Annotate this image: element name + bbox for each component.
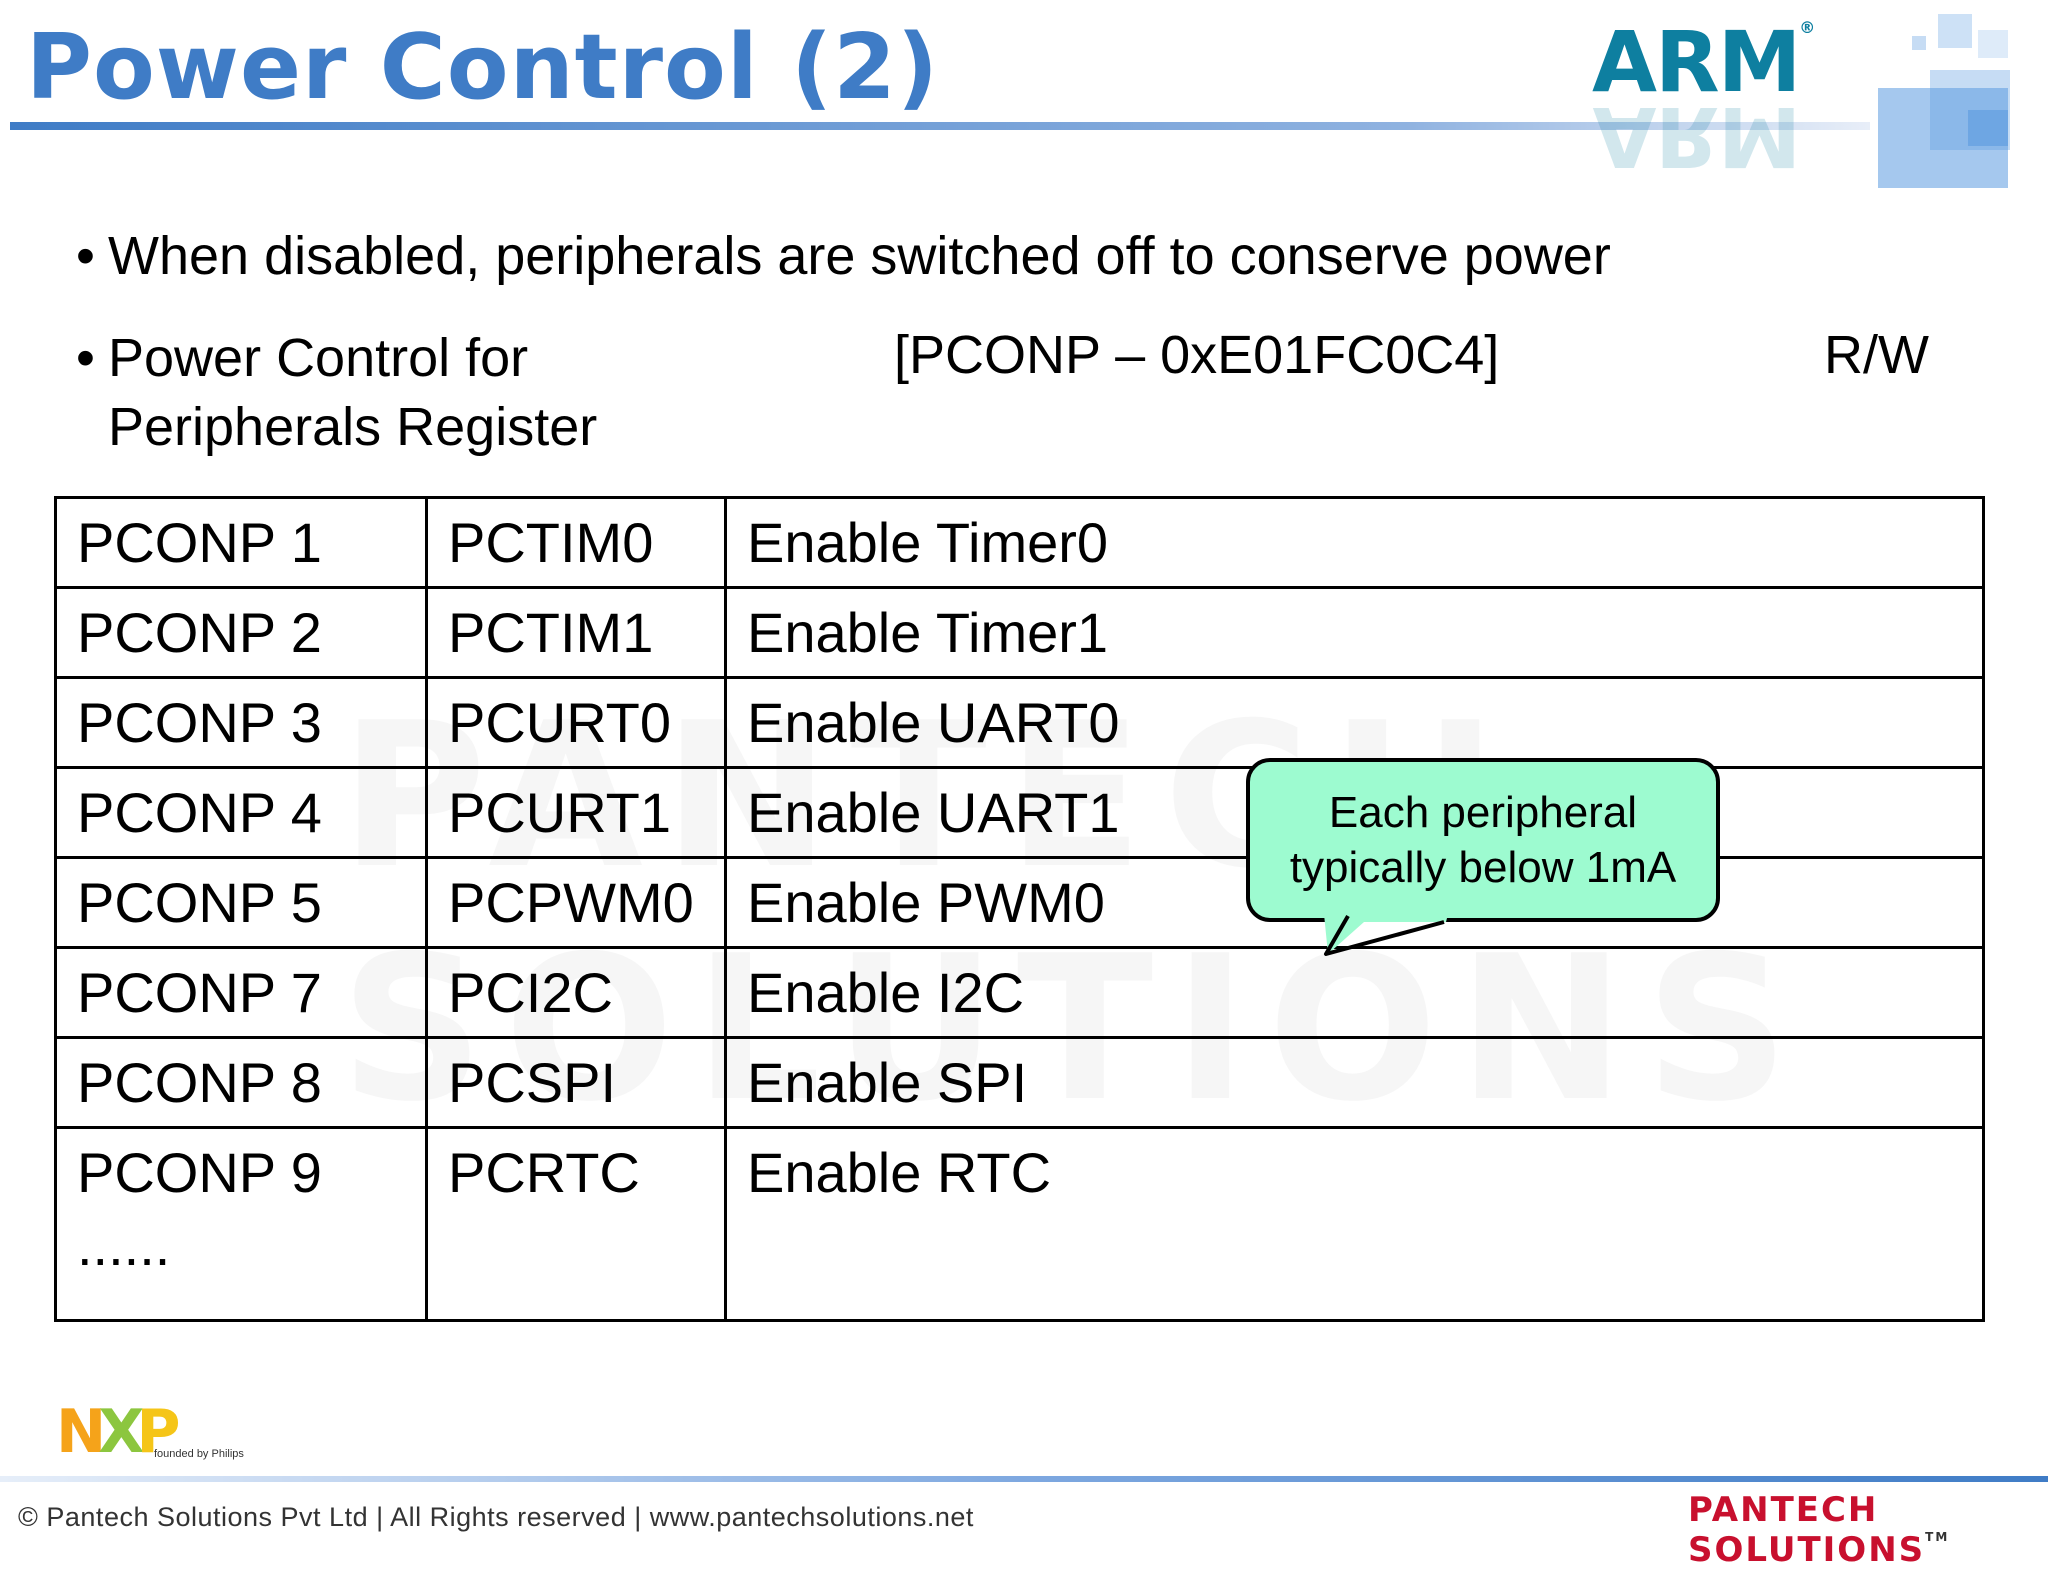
callout-line-1: Each peripheral: [1328, 788, 1638, 837]
register-access: R/W: [1824, 325, 1929, 385]
deco-square: [1968, 110, 2008, 146]
bullet-text-continued: Peripherals Register: [108, 397, 598, 458]
cell-name: PCI2C: [425, 946, 727, 1039]
cell-bit: PCONP 1: [54, 496, 428, 589]
bullet-dot-icon: •: [76, 328, 95, 388]
arm-logo-text: ARM: [1592, 13, 1801, 111]
cell-desc: Enable UART0: [724, 676, 1985, 769]
footer-copyright: © Pantech Solutions Pvt Ltd | All Rights…: [18, 1502, 974, 1532]
cell-name: PCURT0: [425, 676, 727, 769]
title-divider: [10, 122, 1870, 130]
arm-logo-reflection: ARM: [1592, 108, 1800, 178]
cell-bit: PCONP 4: [54, 766, 428, 859]
cell-bit: PCONP 3: [54, 676, 428, 769]
callout-line-2: typically below 1mA: [1289, 843, 1677, 892]
cell-desc: Enable Timer1: [724, 586, 1985, 679]
pantech-logo-text: PANTECH SOLUTIONS: [1688, 1490, 1926, 1570]
page-title: Power Control (2): [26, 15, 939, 120]
callout-bubble: Each peripheral typically below 1mA: [1246, 758, 1720, 922]
callout-text: Each peripheral typically below 1mA: [1290, 785, 1676, 895]
pantech-trademark: TM: [1925, 1530, 1950, 1544]
deco-square: [1938, 14, 1972, 48]
table-row: PCONP 1 PCTIM0 Enable Timer0: [54, 496, 1985, 589]
bullet-disabled: •When disabled, peripherals are switched…: [76, 222, 1611, 291]
cell-bit-text: PCONP 9: [77, 1141, 322, 1204]
table-more-ellipsis: ......: [77, 1214, 171, 1277]
arm-trademark: ®: [1799, 18, 1815, 37]
pantech-logo: PANTECH SOLUTIONSTM: [1688, 1490, 2048, 1570]
table-row: PCONP 7 PCI2C Enable I2C: [54, 946, 1985, 1039]
cell-name: PCPWM0: [425, 856, 727, 949]
footer-divider: [0, 1476, 2048, 1482]
cell-name: PCSPI: [425, 1036, 727, 1129]
deco-square: [1978, 30, 2008, 58]
bullet-text: When disabled, peripherals are switched …: [108, 226, 1611, 286]
bullet-dot-icon: •: [76, 226, 95, 286]
cell-bit: PCONP 8: [54, 1036, 428, 1129]
cell-name: PCRTC: [425, 1126, 727, 1322]
cell-bit: PCONP 2: [54, 586, 428, 679]
cell-bit: PCONP 7: [54, 946, 428, 1039]
cell-desc: Enable I2C: [724, 946, 1985, 1039]
bullet-register: •Power Control for Peripherals Register: [76, 324, 597, 462]
cell-bit: PCONP 9......: [54, 1126, 428, 1322]
table-row: PCONP 8 PCSPI Enable SPI: [54, 1036, 1985, 1129]
table-row: PCONP 9...... PCRTC Enable RTC: [54, 1126, 1985, 1322]
cell-name: PCTIM0: [425, 496, 727, 589]
bullet-text: Power Control for: [108, 328, 529, 388]
cell-name: PCURT1: [425, 766, 727, 859]
arm-logo: ARM®: [1592, 18, 1815, 105]
callout-tail-icon: [1324, 914, 1448, 956]
cell-bit: PCONP 5: [54, 856, 428, 949]
cell-desc: Enable Timer0: [724, 496, 1985, 589]
deco-square: [1912, 36, 1926, 50]
table-row: PCONP 3 PCURT0 Enable UART0: [54, 676, 1985, 769]
table-row: PCONP 2 PCTIM1 Enable Timer1: [54, 586, 1985, 679]
nxp-logo: NXP founded by Philips: [56, 1402, 244, 1462]
cell-name: PCTIM1: [425, 586, 727, 679]
cell-desc: Enable RTC: [724, 1126, 1985, 1322]
cell-desc: Enable SPI: [724, 1036, 1985, 1129]
nxp-tagline: founded by Philips: [154, 1448, 244, 1460]
register-address: [PCONP – 0xE01FC0C4]: [894, 325, 1500, 385]
